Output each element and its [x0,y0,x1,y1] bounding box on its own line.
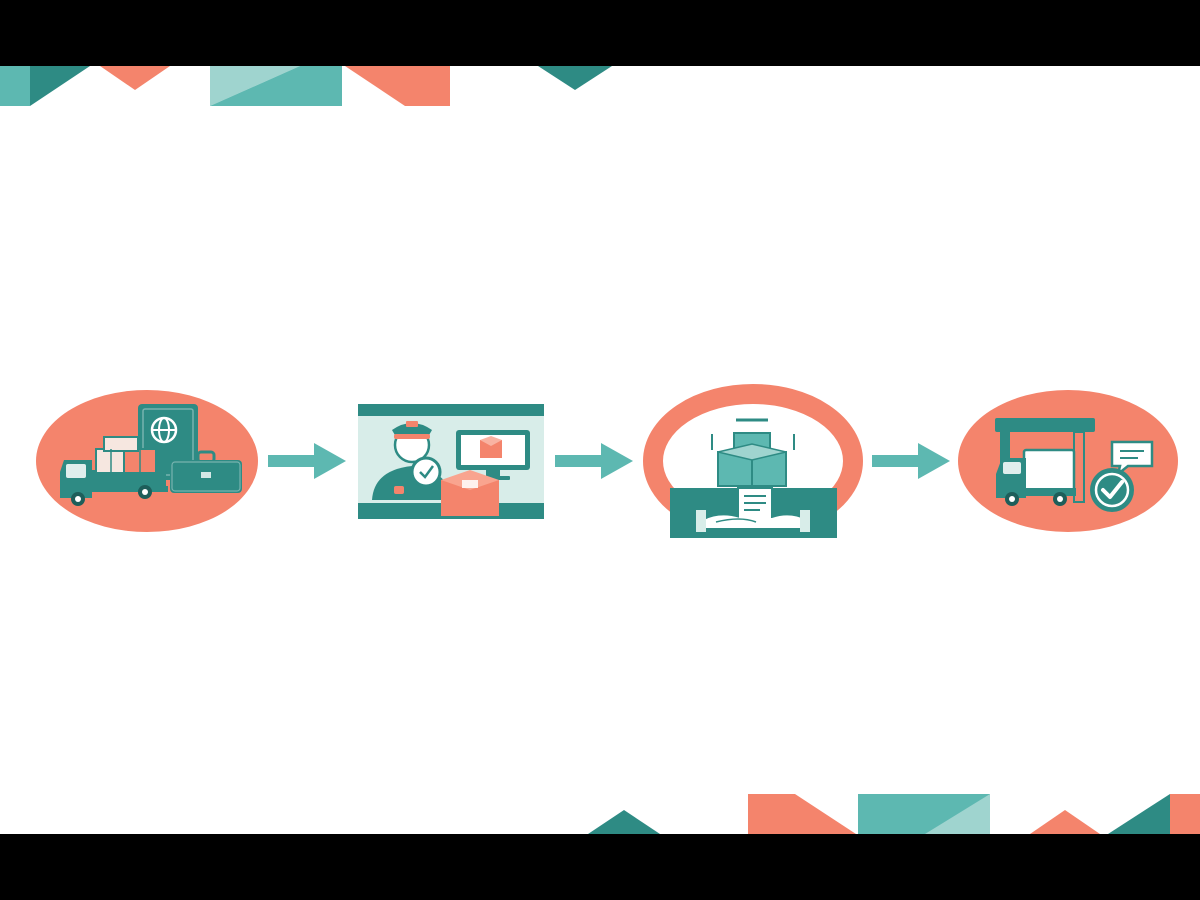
frame-top-bar [358,404,544,416]
deco-shape [30,66,90,106]
step-clearance [643,384,863,538]
magnifier-icon [394,456,442,497]
deco-shape [588,810,660,834]
bottom-letterbox [0,834,1200,900]
deco-shape [1170,794,1200,834]
deco-shape [210,66,342,106]
deco-shape [0,66,30,106]
truck-icon [996,448,1076,506]
stacked-boxes-icon [711,418,795,487]
monitor-icon [456,430,530,480]
document-icon [737,487,773,521]
deco-shape [1108,794,1170,834]
deco-shape [748,794,856,834]
top-decoration [0,66,612,106]
step-inspection [358,404,544,519]
briefcase-icon [170,450,242,493]
deco-shape [345,66,450,106]
truck-icon [60,460,168,506]
deco-shape [1030,810,1100,834]
arrow-right-icon [872,443,950,479]
arrow-right-icon [268,443,346,479]
arrow-right-icon [555,443,633,479]
deco-shape [925,794,990,834]
package-icon [441,470,499,516]
step-departure [36,390,258,532]
cargo-boxes-icon [95,436,157,474]
deco-shape [538,66,612,90]
globe-icon [150,416,178,444]
checkmark-icon [1090,468,1134,512]
step-arrival [958,390,1178,532]
speech-bubble-icon [1110,440,1154,478]
handshake-icon [696,510,810,532]
top-letterbox [0,0,1200,66]
deco-shape [100,66,170,90]
bottom-decoration [588,794,1200,834]
